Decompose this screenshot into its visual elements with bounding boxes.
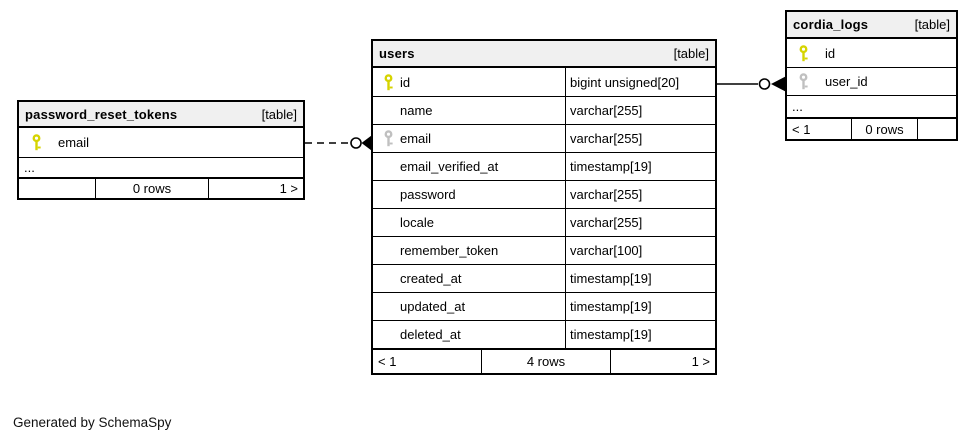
column-type: timestamp[19]: [565, 321, 715, 348]
table-header[interactable]: users [table]: [373, 41, 715, 68]
column-row-name: name varchar[255]: [373, 96, 715, 124]
footer-rowcount: 0 rows: [851, 119, 917, 139]
column-type: bigint unsigned[20]: [565, 68, 715, 96]
footer-parents: < 1: [378, 354, 397, 369]
table-footer: < 1 4 rows 1 >: [373, 348, 715, 373]
column-name: id: [400, 74, 411, 90]
column-name-cell: email_verified_at: [373, 159, 565, 174]
column-row-email: email varchar[255]: [373, 124, 715, 152]
column-type: varchar[100]: [565, 237, 715, 264]
column-name-cell: email: [373, 130, 565, 147]
primary-key-icon: [381, 73, 396, 91]
table-users: users [table] id bigint unsigned[20]: [371, 39, 717, 375]
column-row-remember-token: remember_token varchar[100]: [373, 236, 715, 264]
table-name[interactable]: cordia_logs: [793, 17, 869, 32]
column-type: timestamp[19]: [565, 265, 715, 292]
column-rows: id user_id ...: [787, 39, 956, 117]
column-type: varchar[255]: [565, 97, 715, 124]
column-row-locale: locale varchar[255]: [373, 208, 715, 236]
column-row-created-at: created_at timestamp[19]: [373, 264, 715, 292]
column-name: updated_at: [400, 299, 466, 314]
column-name: email_verified_at: [400, 159, 499, 174]
column-row-email: email: [19, 128, 303, 157]
column-row-updated-at: updated_at timestamp[19]: [373, 292, 715, 320]
column-name-cell: updated_at: [373, 299, 565, 314]
column-name: email: [58, 135, 90, 150]
column-name: locale: [400, 215, 434, 230]
foreign-key-icon: [381, 130, 396, 147]
footer-rowcount: 0 rows: [95, 179, 208, 198]
table-type-badge: [table]: [673, 46, 709, 61]
column-row-email-verified-at: email_verified_at timestamp[19]: [373, 152, 715, 180]
column-type: varchar[255]: [565, 181, 715, 208]
table-header[interactable]: password_reset_tokens [table]: [19, 102, 303, 128]
ellipsis-label: ...: [24, 160, 35, 175]
table-footer: 0 rows 1 >: [19, 177, 303, 198]
column-type: varchar[255]: [565, 209, 715, 236]
relationship-users-cordia-logs: [717, 76, 786, 92]
column-name: user_id: [825, 74, 868, 89]
footer-children: 1 >: [610, 350, 715, 373]
table-name[interactable]: password_reset_tokens: [25, 106, 178, 122]
column-name: password: [400, 187, 456, 202]
relationship-password-reset-tokens-users: [305, 135, 372, 151]
footer-children: 1 >: [208, 179, 303, 198]
column-name: email: [400, 131, 432, 146]
column-name-cell: remember_token: [373, 243, 565, 258]
generated-by-caption: Generated by SchemaSpy: [13, 415, 172, 430]
footer-rowcount: 4 rows: [481, 350, 610, 373]
more-columns-ellipsis: ...: [19, 157, 303, 177]
table-type-badge: [table]: [914, 17, 950, 32]
table-footer: < 1 0 rows: [787, 117, 956, 139]
primary-key-icon: [796, 44, 811, 62]
column-name: id: [825, 45, 836, 61]
table-header[interactable]: cordia_logs [table]: [787, 12, 956, 39]
column-type: timestamp[19]: [565, 153, 715, 180]
table-cordia-logs: cordia_logs [table] id: [785, 10, 958, 141]
table-type-badge: [table]: [261, 106, 297, 122]
more-columns-ellipsis: ...: [787, 95, 956, 117]
zero-circle-marker: [350, 137, 362, 149]
column-rows: email ...: [19, 128, 303, 177]
column-name: deleted_at: [400, 327, 461, 342]
column-name-cell: deleted_at: [373, 327, 565, 342]
crow-foot-marker: [771, 76, 786, 92]
zero-circle-marker: [758, 78, 771, 90]
column-row-user-id: user_id: [787, 67, 956, 95]
column-name-cell: id: [373, 73, 565, 91]
primary-key-icon: [29, 134, 44, 151]
column-row-password: password varchar[255]: [373, 180, 715, 208]
ellipsis-label: ...: [792, 99, 803, 114]
column-type: timestamp[19]: [565, 293, 715, 320]
footer-parents: < 1: [792, 121, 811, 137]
column-name-cell: created_at: [373, 271, 565, 286]
footer-parents: [19, 179, 95, 198]
column-name-cell: name: [373, 103, 565, 118]
column-rows: id bigint unsigned[20] name varchar[255]: [373, 68, 715, 348]
column-name: name: [400, 103, 433, 118]
column-row-id: id bigint unsigned[20]: [373, 68, 715, 96]
column-row-id: id: [787, 39, 956, 67]
table-name[interactable]: users: [379, 46, 415, 61]
column-name: remember_token: [400, 243, 499, 258]
column-name-cell: password: [373, 187, 565, 202]
footer-children: [917, 119, 956, 139]
column-type: varchar[255]: [565, 125, 715, 152]
crow-foot-marker: [361, 135, 372, 151]
table-password-reset-tokens: password_reset_tokens [table] email ...: [17, 100, 305, 200]
column-name: created_at: [400, 271, 462, 286]
foreign-key-icon: [796, 73, 811, 90]
column-row-deleted-at: deleted_at timestamp[19]: [373, 320, 715, 348]
column-name-cell: locale: [373, 215, 565, 230]
